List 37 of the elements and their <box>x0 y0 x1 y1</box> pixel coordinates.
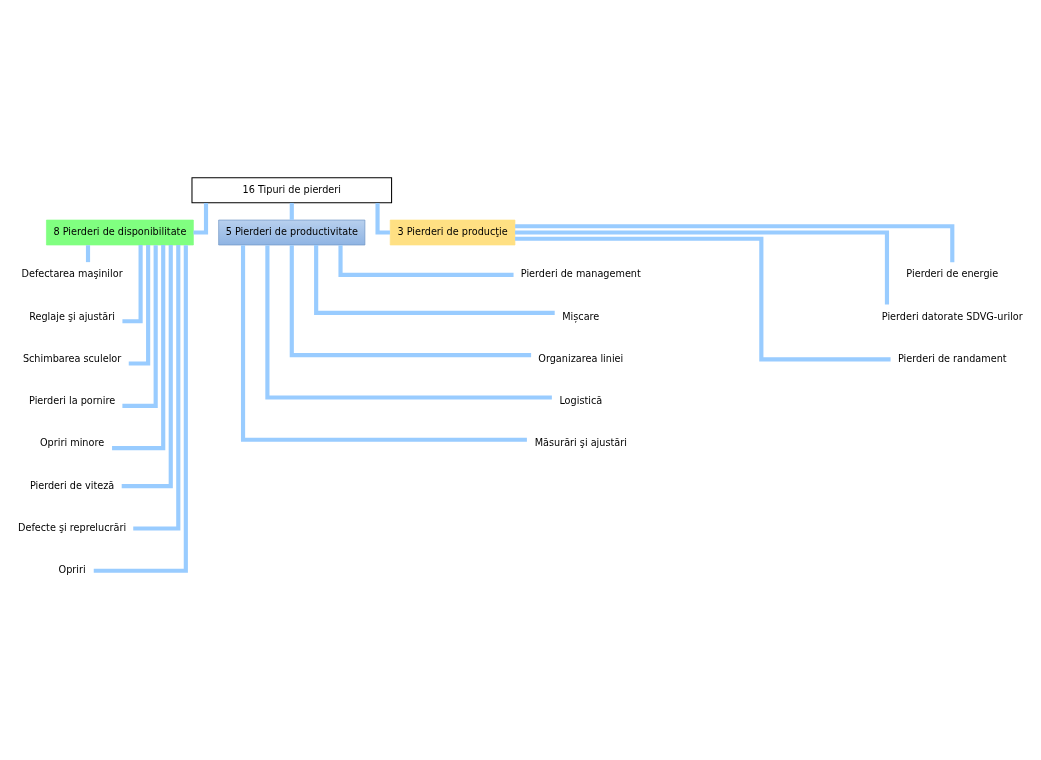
connector <box>265 244 552 400</box>
connector <box>289 244 532 357</box>
node-text: Logistică <box>559 394 603 406</box>
node-text: Opriri minore <box>40 436 105 448</box>
connector <box>112 244 166 450</box>
node-text: Pierderi de energie <box>906 267 999 279</box>
connector <box>375 202 390 235</box>
node-text: Pierderi la pornire <box>29 394 116 406</box>
node-box: 5 Pierderi de productivitate <box>218 219 366 245</box>
node-text: Pierderi de management <box>520 267 641 279</box>
connector <box>133 244 181 531</box>
node-text: Defecte şi reprelucrări <box>18 521 127 533</box>
node-text: Defectarea maşinilor <box>21 267 123 279</box>
node-box: 8 Pierderi de disponibilitate <box>46 219 194 245</box>
node-text: Reglaje şi ajustări <box>29 310 115 322</box>
node-text: Mișcare <box>562 310 600 322</box>
connector <box>515 223 955 262</box>
node-text: Pierderi de randament <box>897 352 1007 364</box>
connector <box>121 244 173 488</box>
node-text: Pierderi de viteză <box>29 479 115 491</box>
connector <box>515 229 890 305</box>
node-box: 16 Tipuri de pierderi <box>191 176 393 203</box>
connector <box>289 202 294 220</box>
connector <box>515 236 891 361</box>
node-text: Organizarea liniei <box>538 352 624 364</box>
connector <box>314 244 555 315</box>
connector <box>93 244 188 573</box>
connector <box>338 244 514 277</box>
node-text: Pierderi datorate SDVG-urilor <box>881 310 1023 322</box>
connector <box>193 202 209 235</box>
node-text: Măsurări şi ajustări <box>534 436 627 448</box>
node-text: Schimbarea sculelor <box>22 352 122 364</box>
node-text: Opriri <box>58 563 86 575</box>
connector <box>122 244 158 408</box>
node-box: 3 Pierderi de producţie <box>389 219 516 245</box>
connector <box>240 244 527 442</box>
connector <box>85 244 91 262</box>
